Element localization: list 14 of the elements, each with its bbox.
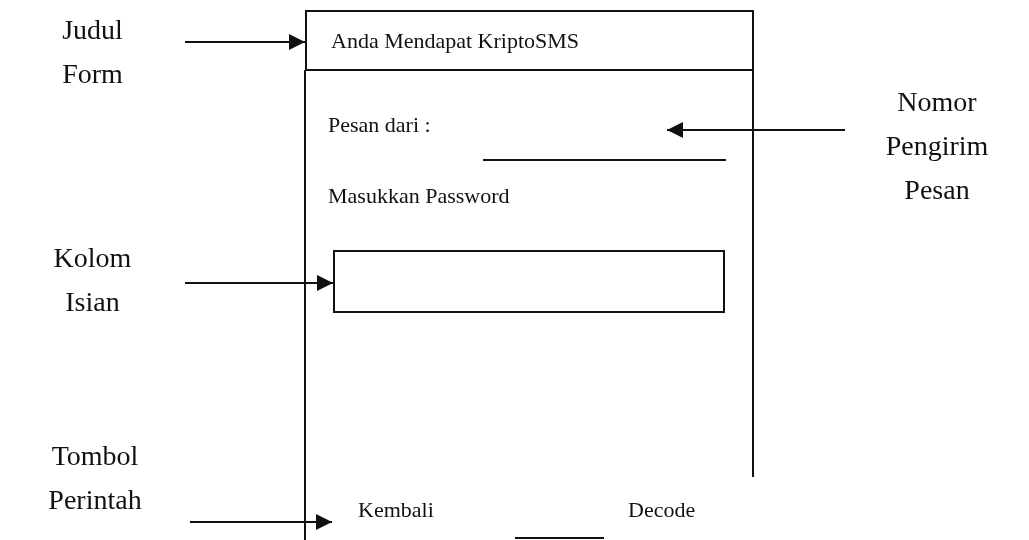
- annotation-text: Judul Form: [0, 8, 185, 96]
- leader-arrow: [184, 275, 334, 291]
- field-label: Masukkan Password: [328, 183, 510, 209]
- annotation-text: Nomor Pengirim Pesan: [845, 80, 1029, 212]
- command-label: Kembali: [358, 497, 434, 523]
- annotation-text: Tombol Perintah: [0, 434, 190, 522]
- input-field: [333, 250, 725, 313]
- leader-arrow: [189, 514, 333, 530]
- field-label: Pesan dari :: [328, 112, 431, 138]
- leader-arrow: [666, 122, 846, 138]
- leader-arrow: [184, 34, 306, 50]
- form-title-bar: Anda Mendapat KriptoSMS: [305, 10, 754, 71]
- command-label: Decode: [628, 497, 696, 523]
- annotation-text: Kolom Isian: [0, 236, 185, 324]
